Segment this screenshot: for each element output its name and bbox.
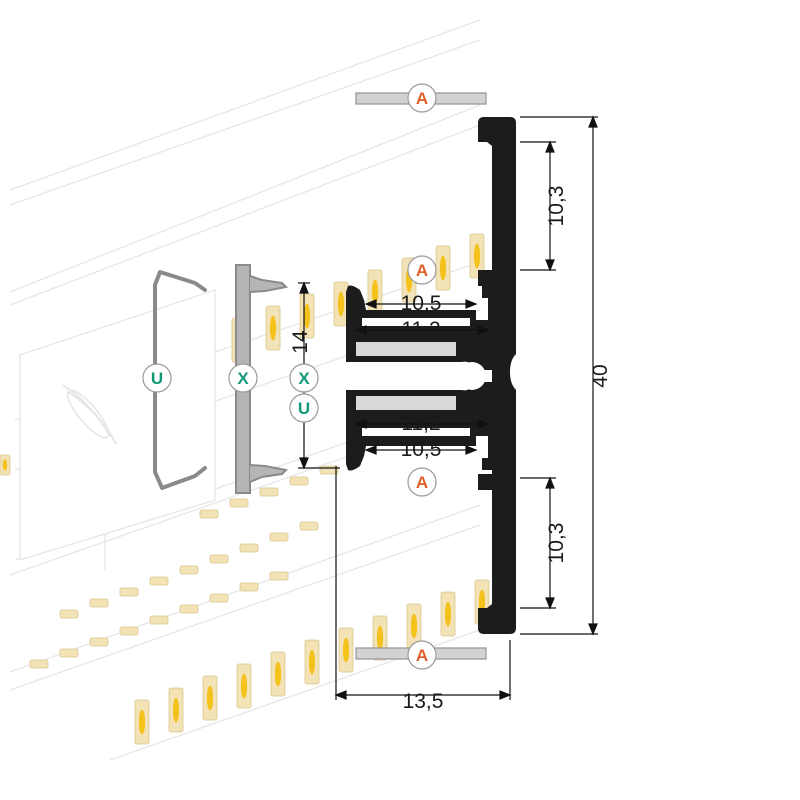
- dim-channel-bottom: 10,3: [545, 523, 568, 564]
- led-dot: [376, 625, 384, 651]
- led-chip: [209, 593, 229, 603]
- led-dot: [303, 303, 311, 329]
- led-chip: [119, 587, 139, 597]
- led-chip: [299, 521, 319, 531]
- dim-top-slot-inner: 10,5: [401, 292, 442, 315]
- aluminium-profile: [346, 117, 516, 634]
- led-chip: [59, 648, 79, 658]
- dim-top-slot-outer: 11,2: [401, 318, 440, 341]
- led-dot: [337, 291, 345, 317]
- badge-strip-top-letter: A: [416, 261, 428, 280]
- led-chip: [229, 498, 249, 508]
- badge-strip-bottom: A: [407, 467, 437, 497]
- badge-cover-top: A: [407, 83, 437, 113]
- led-chip: [209, 554, 229, 564]
- dim-bottom-slot-outer: 11,2: [401, 412, 440, 435]
- dim-width-total: 13,5: [403, 690, 444, 713]
- led-dot: [206, 685, 214, 711]
- badge-clip-x-side: X: [228, 363, 258, 393]
- led-dot: [269, 315, 277, 341]
- led-chip: [89, 637, 109, 647]
- badge-clip-u-side-letter: U: [151, 369, 163, 388]
- led-dot: [371, 279, 379, 305]
- led-dot: [240, 673, 248, 699]
- badge-clip-x-profile: X: [289, 363, 319, 393]
- led-dot: [410, 613, 418, 639]
- led-dot: [439, 255, 447, 281]
- badge-clip-u-profile-letter: U: [298, 399, 310, 418]
- led-chip: [179, 604, 199, 614]
- led-dot: [172, 697, 180, 723]
- profile-slot-highlights: [356, 318, 486, 436]
- led-chip: [269, 532, 289, 542]
- led-chip: [149, 576, 169, 586]
- badge-clip-x-side-letter: X: [237, 369, 249, 388]
- badge-clip-x-profile-letter: X: [298, 369, 310, 388]
- led-chip: [239, 543, 259, 553]
- badge-cover-bottom: A: [407, 640, 437, 670]
- led-dot: [308, 649, 316, 675]
- led-chip: [149, 615, 169, 625]
- badge-clip-u-profile: U: [289, 393, 319, 423]
- led-chip: [239, 582, 259, 592]
- led-dot: [138, 709, 146, 735]
- badge-strip-top: A: [407, 255, 437, 285]
- led-chip: [259, 487, 279, 497]
- led-dot: [274, 661, 282, 687]
- badge-clip-u-side: U: [142, 363, 172, 393]
- dim-channel-top: 10,3: [545, 186, 568, 227]
- led-chip: [289, 476, 309, 486]
- dim-height-total: 40: [589, 364, 612, 387]
- led-dot: [444, 601, 452, 627]
- led-chip: [59, 609, 79, 619]
- led-dot: [473, 243, 481, 269]
- dim-bottom-slot-inner: 10,5: [401, 438, 442, 461]
- led-chip: [269, 571, 289, 581]
- ghost-perspective-profile: [9, 19, 481, 761]
- led-dot: [2, 459, 8, 471]
- dimension-labels: 40 10,3 10,3 13,5 10,5 11,2 11,2 10,5 14: [289, 186, 612, 713]
- badge-cover-bottom-letter: A: [416, 646, 428, 665]
- led-chip: [119, 626, 139, 636]
- led-dot: [342, 637, 350, 663]
- badge-cover-top-letter: A: [416, 89, 428, 108]
- dim-clip-height: 14: [289, 330, 312, 354]
- dimension-lines: [298, 115, 598, 700]
- badge-strip-bottom-letter: A: [416, 473, 428, 492]
- led-chip: [319, 465, 339, 475]
- led-chip: [29, 659, 49, 669]
- led-chip: [179, 565, 199, 575]
- led-chip: [199, 509, 219, 519]
- led-chip: [89, 598, 109, 608]
